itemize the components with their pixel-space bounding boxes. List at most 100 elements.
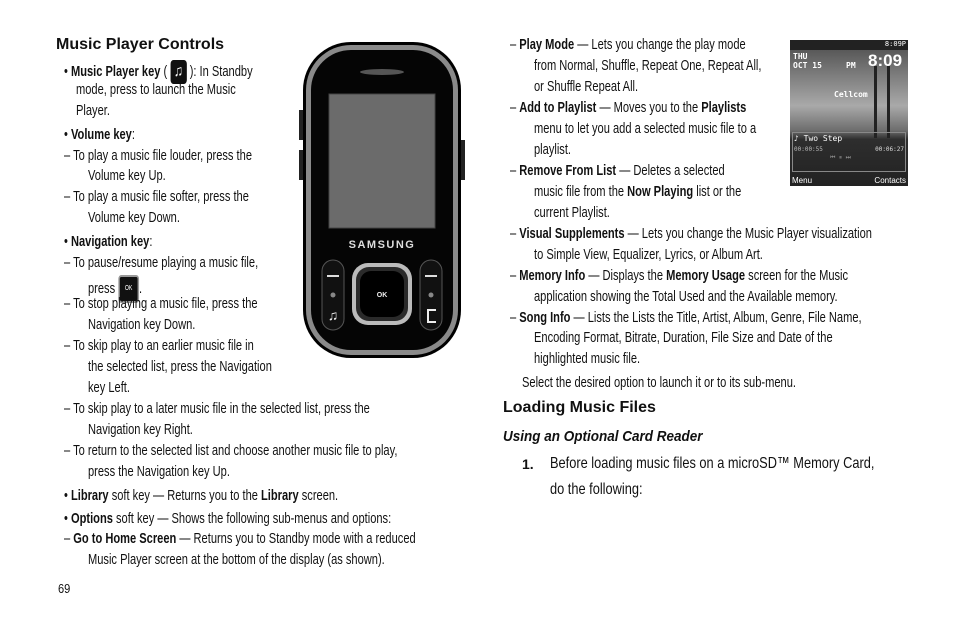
phone-illustration: SAMSUNG ♫ OK — [299, 42, 465, 358]
bold-term: Memory Usage — [666, 267, 746, 284]
ok-key-icon — [360, 271, 404, 317]
dash-item: – To stop playing a music file, press th… — [64, 295, 258, 313]
text-run: list or the — [693, 183, 742, 200]
am-pm: PM — [846, 61, 856, 70]
text-run: the selected list, press the Navigation — [88, 358, 272, 375]
track-title: ♪ Two Step — [794, 134, 843, 143]
dash-item: – Remove From List — Deletes a selected — [510, 162, 725, 180]
bullet-icon: • — [64, 62, 71, 80]
bold-term: Go to Home Screen — [73, 530, 177, 547]
dash-item: – To play a music file louder, press the — [64, 147, 252, 165]
text-run: — Displays the — [585, 267, 667, 284]
dash-icon: – — [510, 225, 520, 242]
dash-item: – Go to Home Screen — Returns you to Sta… — [64, 530, 416, 548]
text-run: music file from the — [534, 183, 628, 200]
step-line: Before loading music files on a microSD™… — [550, 455, 875, 472]
text-line: press the Navigation key Up. — [88, 463, 230, 481]
bullet-item: • Library soft key — Returns you to the … — [64, 487, 338, 505]
dash-icon: – — [64, 147, 74, 164]
dash-item: – Memory Info — Displays the Memory Usag… — [510, 267, 848, 285]
dash-icon: – — [510, 162, 520, 179]
text-line: from Normal, Shuffle, Repeat One, Repeat… — [534, 57, 761, 75]
text-line: Select the desired option to launch it o… — [522, 374, 796, 392]
dash-icon: – — [510, 267, 520, 284]
text-run: To stop playing a music file, press the — [73, 295, 258, 312]
text-line: music file from the Now Playing list or … — [534, 183, 741, 201]
dash-item: – Play Mode — Lets you change the play m… — [510, 36, 746, 54]
text-line: Navigation key Right. — [88, 421, 193, 439]
text-line: Navigation key Down. — [88, 316, 195, 334]
bold-term: Options — [70, 510, 113, 527]
bold-term: Song Info — [519, 309, 571, 326]
music-key-icon: ♫ — [170, 60, 187, 84]
bold-term: Remove From List — [519, 162, 617, 179]
bullet-icon: • — [64, 233, 71, 250]
text-run: Player. — [76, 102, 110, 119]
text-run: : — [149, 233, 153, 250]
menu-softkey[interactable]: Menu — [792, 176, 813, 185]
dash-icon: – — [64, 400, 74, 417]
bold-term: Add to Playlist — [519, 99, 597, 116]
brand-logo: SAMSUNG — [349, 239, 416, 251]
text-run: Volume key Up. — [88, 167, 166, 184]
speaker-grille-icon — [360, 69, 404, 75]
text-run: mode, press to launch the Music — [76, 81, 236, 98]
text-run: Encoding Format, Bitrate, Duration, File… — [534, 329, 833, 346]
bold-term: Library — [70, 487, 109, 504]
text-run: Navigation key Down. — [88, 316, 196, 333]
text-run: — Moves you to the — [596, 99, 702, 116]
text-run: playlist. — [534, 141, 572, 158]
dash-icon: – — [64, 254, 74, 271]
clock: 8:09 — [868, 51, 903, 70]
text-line: menu to let you add a selected music fil… — [534, 120, 756, 138]
text-run: Volume key Down. — [88, 209, 180, 226]
dash-icon: – — [510, 36, 520, 53]
bold-term: Visual Supplements — [519, 225, 625, 242]
music-note-icon: ♪ — [794, 134, 804, 143]
text-line: current Playlist. — [534, 204, 610, 222]
text-run: to Simple View, Equalizer, Lyrics, or Al… — [534, 246, 763, 263]
dash-item: – To skip play to an earlier music file … — [64, 337, 254, 355]
dash-icon: – — [64, 442, 74, 459]
text-run: To pause/resume playing a music file, — [73, 254, 259, 271]
text-run: application showing the Total Used and t… — [534, 288, 838, 305]
dash-item: – Add to Playlist — Moves you to the Pla… — [510, 99, 746, 117]
step-line: do the following: — [550, 481, 643, 498]
text-run: To play a music file softer, press the — [73, 188, 249, 205]
text-run: menu to let you add a selected music fil… — [534, 120, 757, 137]
text-run: To skip play to a later music file in th… — [73, 400, 370, 417]
text-run: current Playlist. — [534, 204, 610, 221]
dash-icon: – — [64, 188, 74, 205]
step-number: 1. — [522, 456, 534, 472]
text-run: — Lets you change the play mode — [574, 36, 746, 53]
text-run: — Returns you to Standby mode with a red… — [176, 530, 416, 547]
bullet-item: • Options soft key — Shows the following… — [64, 510, 391, 528]
dash-icon: – — [64, 530, 74, 547]
text-line: application showing the Total Used and t… — [534, 288, 838, 306]
bullet-icon: • — [64, 126, 71, 143]
side-key — [459, 140, 465, 180]
dash-icon: – — [64, 295, 74, 312]
text-line: the selected list, press the Navigation — [88, 358, 272, 376]
phone-screen — [328, 93, 436, 229]
date: OCT 15 — [793, 61, 822, 70]
text-line: Player. — [76, 102, 110, 120]
dash-item: – Song Info — Lists the Lists the Title,… — [510, 309, 862, 327]
dash-icon: – — [64, 337, 74, 354]
bullet-icon: • — [64, 510, 71, 527]
player-controls-icon: ⏮ ⏸ ⏭ — [830, 154, 852, 161]
text-run: from Normal, Shuffle, Repeat One, Repeat… — [534, 57, 762, 74]
bullet-icon: • — [64, 487, 71, 504]
text-run: highlighted music file. — [534, 350, 641, 367]
elapsed-time: 00:00:55 — [794, 146, 823, 153]
carrier-name: Cellcom — [834, 90, 868, 99]
contacts-softkey[interactable]: Contacts — [874, 176, 906, 185]
text-run: press — [88, 279, 119, 297]
music-key-icon: ♫ — [328, 307, 339, 323]
dash-icon: – — [510, 309, 520, 326]
bold-term: Playlists — [701, 99, 747, 116]
text-run: soft key — Shows the following sub-menus… — [112, 510, 392, 527]
bold-term: Library — [261, 487, 299, 504]
text-line: mode, press to launch the Music — [76, 81, 236, 99]
text-run: Music Player screen at the bottom of the… — [88, 551, 385, 568]
